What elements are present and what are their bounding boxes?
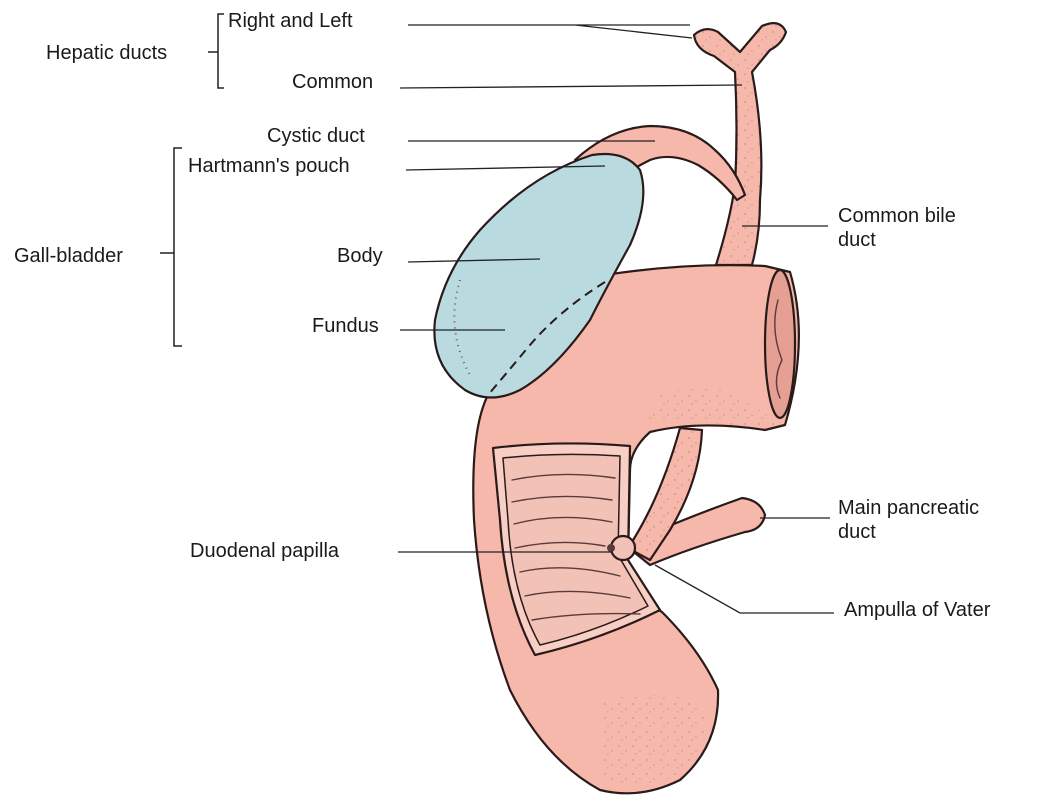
label-common-bile-line2: duct: [838, 229, 876, 251]
label-fundus: Fundus: [312, 315, 379, 337]
label-gall-bladder: Gall-bladder: [14, 245, 123, 267]
leader-common: [400, 85, 742, 88]
label-duodenal-papilla: Duodenal papilla: [190, 540, 340, 562]
label-hartmanns-pouch: Hartmann's pouch: [188, 155, 350, 177]
label-main-pancreatic-line1: Main pancreatic: [838, 497, 979, 519]
papilla-orifice: [607, 544, 615, 552]
label-main-pancreatic-line2: duct: [838, 521, 876, 543]
label-cystic-duct: Cystic duct: [267, 125, 365, 147]
hepatic-ducts-bracket: [208, 14, 224, 88]
label-right-and-left: Right and Left: [228, 10, 353, 32]
label-common: Common: [292, 71, 373, 93]
label-body: Body: [337, 245, 383, 267]
label-hepatic-ducts: Hepatic ducts: [46, 42, 167, 64]
gallbladder-bracket: [160, 148, 182, 346]
label-common-bile-line1: Common bile: [838, 205, 956, 227]
leader-right-left: [408, 25, 692, 38]
label-ampulla-of-vater: Ampulla of Vater: [844, 599, 991, 621]
duodenum-cut-end: [765, 270, 795, 418]
leader-ampulla: [655, 565, 834, 613]
